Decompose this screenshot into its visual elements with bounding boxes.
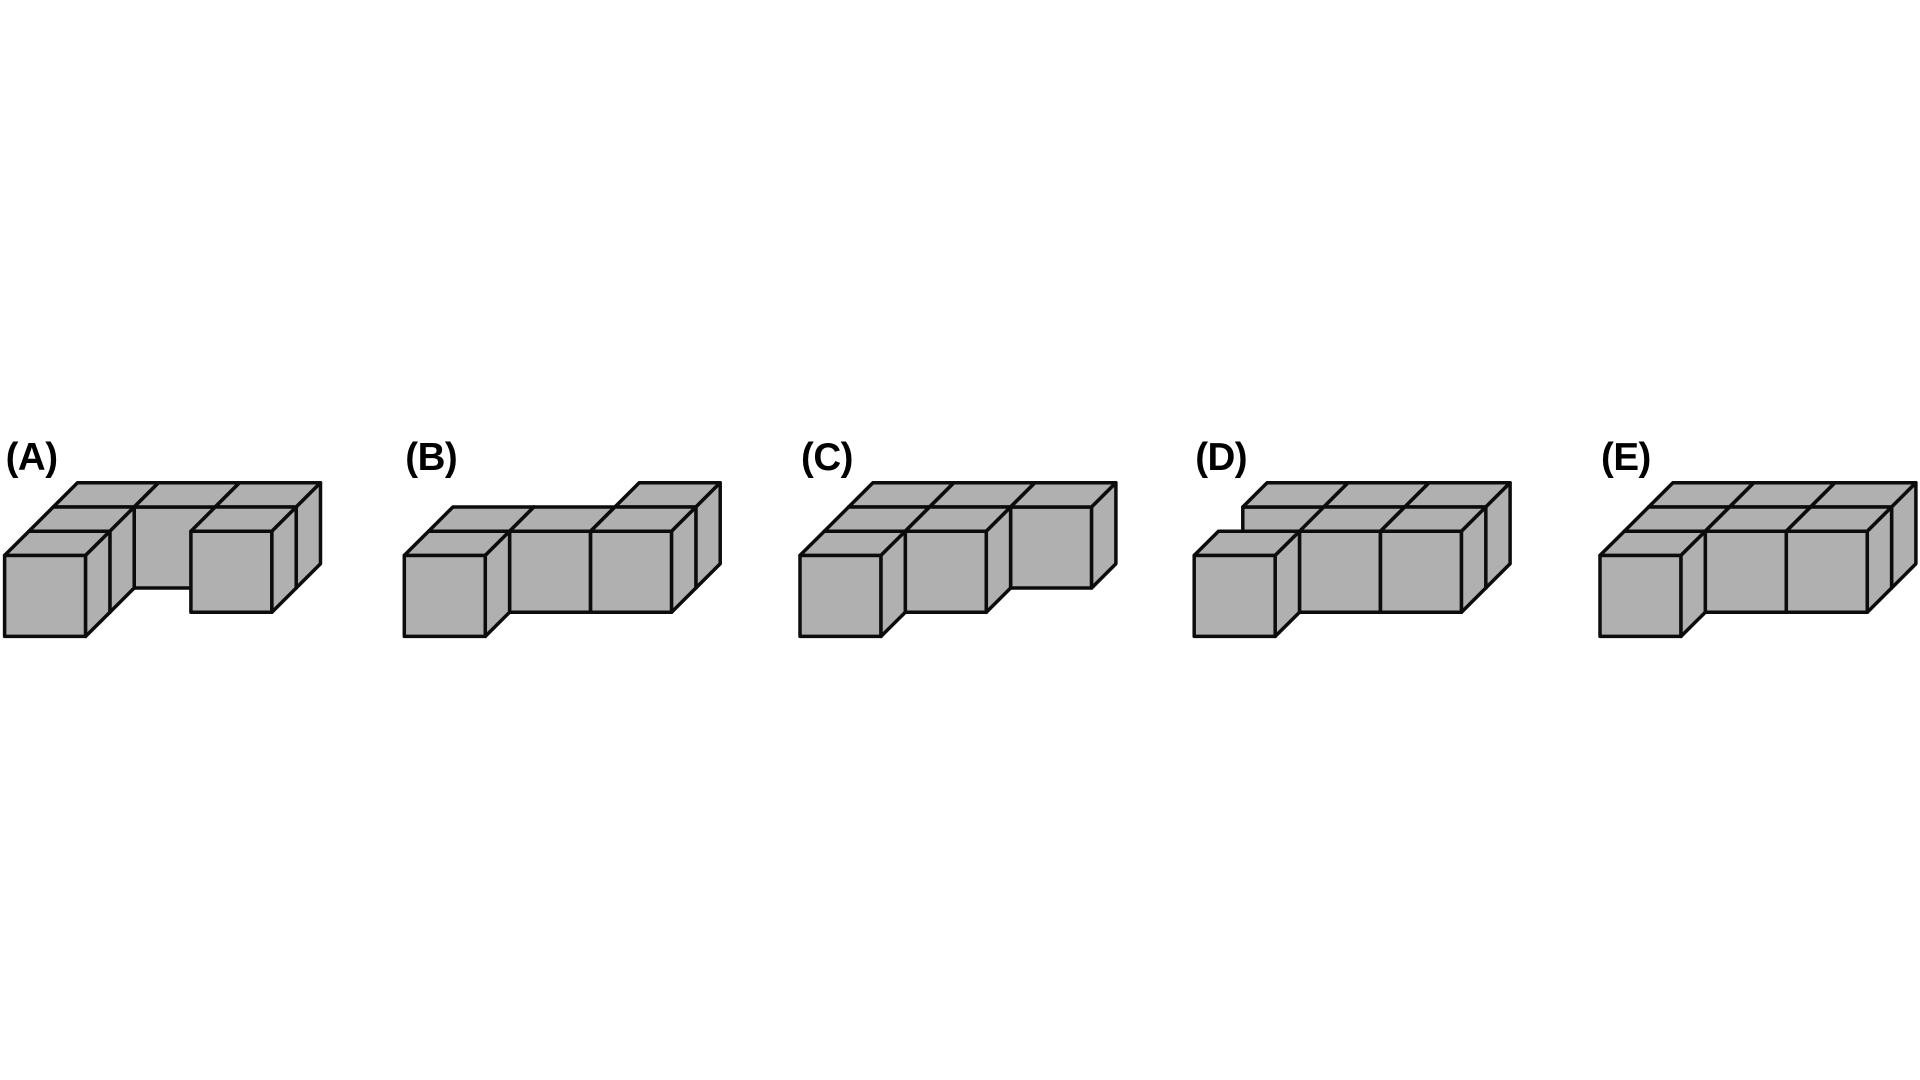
svg-text:(E): (E) bbox=[1601, 436, 1651, 479]
svg-text:(D): (D) bbox=[1195, 436, 1247, 479]
svg-text:(C): (C) bbox=[801, 436, 853, 479]
svg-text:(A): (A) bbox=[6, 436, 58, 479]
svg-text:(B): (B) bbox=[405, 436, 457, 479]
